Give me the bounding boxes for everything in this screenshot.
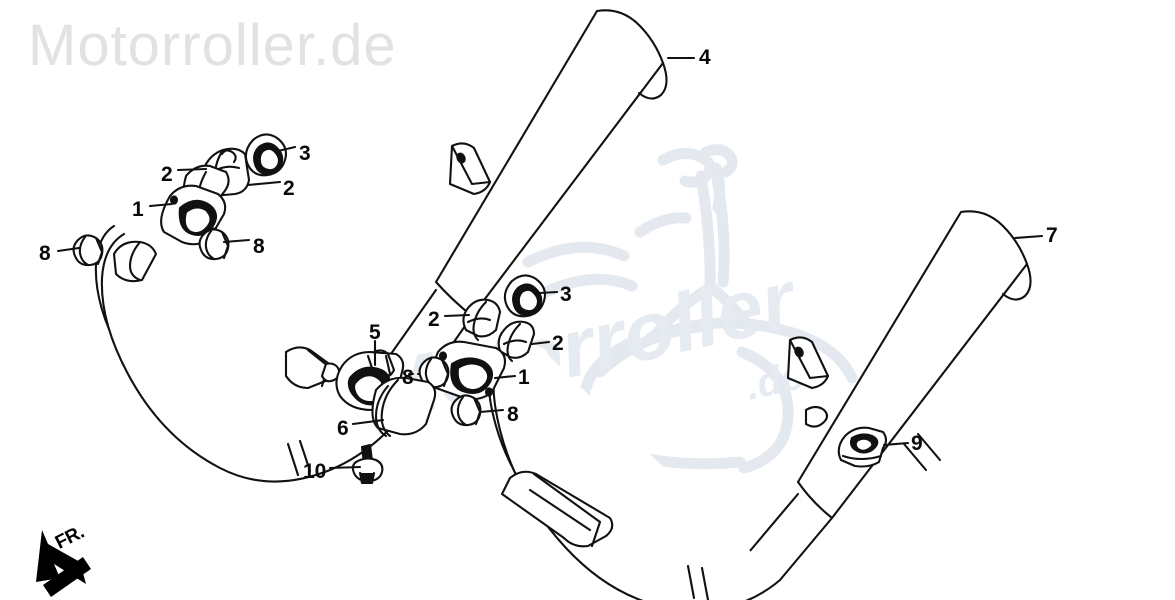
callout-number-2-lower-right: 2 bbox=[552, 332, 564, 355]
callout-leader-lines bbox=[56, 56, 1044, 470]
part-8-flange-nut-upper-right bbox=[198, 228, 230, 261]
callout-number-1-upper: 1 bbox=[132, 198, 144, 221]
callout-number-8-upper-right: 8 bbox=[253, 235, 265, 258]
callout-number-3-lower: 3 bbox=[560, 283, 572, 306]
watermark-brand-text: Motorroller.de bbox=[28, 13, 397, 78]
callout-number-9: 9 bbox=[911, 432, 923, 455]
callout-number-3-upper: 3 bbox=[299, 142, 311, 165]
part-9-speed-clip-nut bbox=[837, 426, 888, 468]
callout-number-6: 6 bbox=[337, 417, 349, 440]
part-6-rubber-sleeve bbox=[371, 376, 437, 438]
callout-number-5: 5 bbox=[369, 321, 381, 344]
part-3-gasket-ring-upper bbox=[244, 133, 288, 177]
part-2-clamp-halves-lower bbox=[462, 298, 536, 363]
callout-number-2-upper-right: 2 bbox=[283, 177, 295, 200]
callout-number-7: 7 bbox=[1046, 224, 1058, 247]
callout-number-2-upper-left: 2 bbox=[161, 163, 173, 186]
lower-hardware-cluster bbox=[335, 274, 547, 485]
callout-number-4: 4 bbox=[699, 46, 711, 69]
front-direction-arrow bbox=[36, 530, 91, 597]
upper-hardware-cluster bbox=[72, 133, 288, 267]
part-8-flange-nut-upper-left bbox=[72, 234, 104, 267]
callout-number-2-lower-left: 2 bbox=[428, 308, 440, 331]
part-3-gasket-ring-lower bbox=[503, 274, 547, 318]
callout-number-8-upper-left: 8 bbox=[39, 242, 51, 265]
part-8-flange-nut-lower-right bbox=[450, 394, 482, 427]
callout-number-8-lower-right: 8 bbox=[507, 403, 519, 426]
part-10-flange-bolt bbox=[351, 443, 384, 485]
muffler-lower-assembly bbox=[487, 210, 1032, 600]
callout-number-10: 10 bbox=[303, 460, 327, 483]
callout-number-8-lower-left: 8 bbox=[402, 366, 414, 389]
callout-number-1-lower: 1 bbox=[518, 366, 530, 389]
